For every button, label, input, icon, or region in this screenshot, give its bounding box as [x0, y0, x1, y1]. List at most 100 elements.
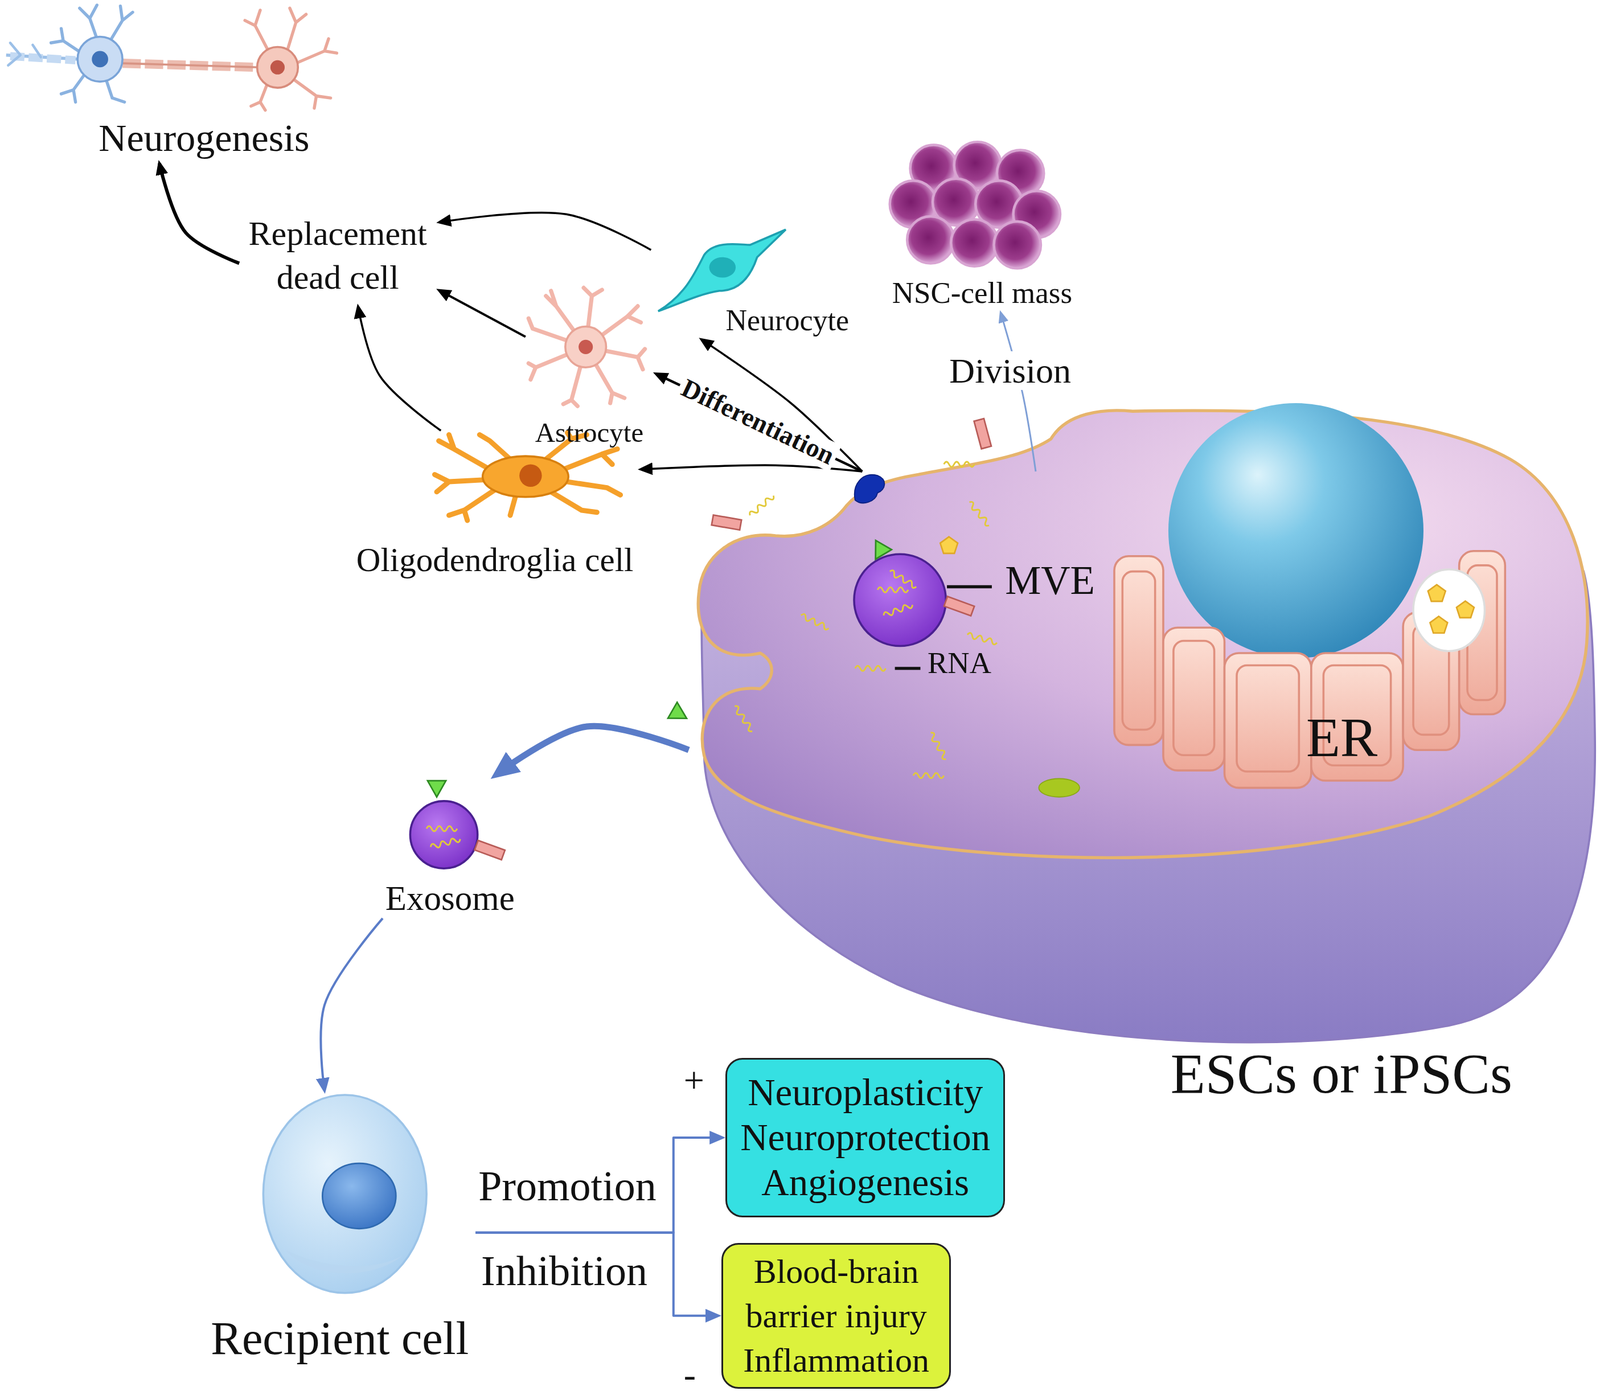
recipient-cell-illustration: [263, 1094, 427, 1294]
stem-cell-illustration: [698, 410, 1588, 858]
neuron-illustration: [7, 42, 41, 65]
stem-cell-illustration: [913, 773, 945, 779]
oligodendroglia-node: Oligodendroglia cell: [351, 430, 638, 580]
neuron-illustration: [91, 51, 109, 68]
stem-cell-node: ESCs or iPSCs: [688, 471, 1595, 1107]
nsc-cell-cluster: [907, 216, 954, 264]
part-label: RNA: [927, 647, 992, 679]
effect-box: Blood-brain barrier injury Inflammation: [721, 1242, 951, 1389]
replacement-node: Replacement dead cell: [239, 207, 437, 305]
leader-line: [895, 666, 921, 670]
node-label: Oligodendroglia cell: [356, 540, 634, 580]
part-label: +: [683, 1062, 705, 1099]
stem-cell-illustration: [1163, 627, 1225, 771]
part-label: -: [683, 1356, 696, 1394]
stem-cell-illustration: [800, 613, 831, 631]
exosome-illustration: [426, 826, 458, 832]
recipient-cell-illustration: [263, 1094, 427, 1294]
stem-cell-illustration: [867, 540, 892, 564]
stem-cell-illustration: [1456, 601, 1475, 618]
stem-cell-illustration: [667, 702, 692, 726]
part-label: MVE: [1004, 560, 1095, 601]
node-label: Astrocyte: [535, 416, 644, 449]
stem-cell-illustration: [1114, 556, 1164, 746]
stem-cell-illustration: [877, 587, 909, 593]
stem-cell-illustration: [1168, 403, 1424, 659]
edge-label: Promotion: [474, 1163, 660, 1210]
stem-cell-illustration: [1122, 571, 1155, 730]
stem-cell-illustration: [1173, 641, 1215, 756]
neuron-illustration: [6, 5, 338, 111]
connector-arrow: [439, 212, 651, 250]
stem-cell-illustration: [966, 632, 998, 646]
exosome-illustration: [409, 780, 505, 869]
stem-cell-illustration: [1236, 665, 1299, 772]
neurocyte-illustration: [658, 229, 786, 311]
part-label-text: RNA: [927, 646, 992, 680]
connector-arrow: [159, 163, 240, 264]
part-label-text: +: [683, 1060, 705, 1101]
edge-label: Division: [945, 350, 1075, 390]
astrocyte-illustration: [565, 326, 607, 368]
stem-cell-illustration: [940, 536, 958, 554]
node-label: NSC-cell mass: [892, 275, 1073, 311]
stem-cell-illustration: [711, 514, 742, 530]
neurocyte-illustration: [658, 229, 786, 311]
exosome-illustration: [409, 801, 478, 869]
oligodendrocyte-illustration: [519, 464, 542, 487]
node-label: Neuroplasticity Neuroprotection Angiogen…: [735, 1069, 996, 1205]
stem-cell-illustration: [967, 500, 991, 528]
stem-cell-illustration: [1429, 616, 1448, 634]
stem-cell-illustration: [944, 596, 975, 617]
stem-cell-illustration: [748, 493, 775, 518]
stem-cell-illustration: [928, 731, 949, 761]
stem-cell-illustration: [1224, 653, 1312, 789]
nsc-cell-cluster: [993, 221, 1041, 269]
stem-cell-illustration: [882, 602, 914, 618]
node-label: Recipient cell: [210, 1311, 469, 1366]
connector-arrow: [320, 918, 383, 1091]
stem-cell-illustration: [1122, 565, 1497, 772]
stem-cell-illustration: [1114, 551, 1505, 789]
exosome-illustration: [474, 840, 506, 860]
neuron-illustration: [51, 5, 133, 102]
stem-cell-illustration: [854, 474, 885, 503]
edge-label: Differentiation: [673, 371, 842, 472]
part-label-text: -: [683, 1354, 696, 1395]
astrocyte-illustration: [578, 339, 593, 355]
nsc-cell-cluster: [889, 141, 1061, 269]
stem-cell-illustration: [1413, 569, 1485, 651]
part-label-text: ER: [1306, 706, 1378, 769]
neuron-illustration: [122, 63, 260, 68]
part-label-text: MVE: [1004, 558, 1095, 603]
stem-cell-illustration: [1428, 584, 1446, 602]
recipient-cell-illustration: [322, 1163, 396, 1229]
connector-arrow: [439, 290, 525, 337]
connector-arrow: [498, 725, 689, 773]
astrocyte-node: Astrocyte: [525, 285, 654, 450]
neurogenesis-node: Neurogenesis: [30, 2, 378, 161]
astrocyte-illustration: [528, 287, 645, 406]
stem-cell-illustration: [944, 461, 975, 467]
stem-cell-illustration: [667, 403, 1595, 1043]
recipient-cell-illustration: [285, 1250, 404, 1274]
exosome-illustration: [429, 836, 461, 850]
connector-arrow: [358, 306, 441, 431]
effect-box: Neuroplasticity Neuroprotection Angiogen…: [725, 1057, 1005, 1217]
neuron-illustration: [244, 7, 337, 110]
node-label: ESCs or iPSCs: [1170, 1040, 1513, 1107]
connector-arrow: [1000, 313, 1036, 472]
stem-cell-illustration: [888, 569, 918, 590]
astrocyte-illustration: [528, 287, 645, 406]
neuron-illustration: [257, 46, 299, 88]
neurocyte-node: Neurocyte: [650, 224, 852, 338]
leader-line: [946, 585, 992, 589]
neuron-illustration: [122, 63, 260, 68]
node-label: Exosome: [385, 878, 515, 919]
stem-cell-illustration: [974, 418, 992, 449]
stem-cell-illustration: [1038, 778, 1080, 797]
connector-arrow: [475, 1137, 722, 1233]
neuron-illustration: [77, 37, 123, 82]
exosome-node: Exosome: [382, 777, 518, 919]
